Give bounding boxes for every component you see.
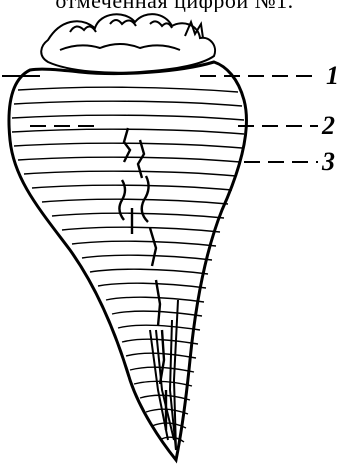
label-3: 3 xyxy=(321,147,335,176)
label-1: 1 xyxy=(326,61,339,90)
crown-tufts xyxy=(41,14,215,73)
beet-body xyxy=(9,62,247,460)
label-2: 2 xyxy=(321,111,335,140)
